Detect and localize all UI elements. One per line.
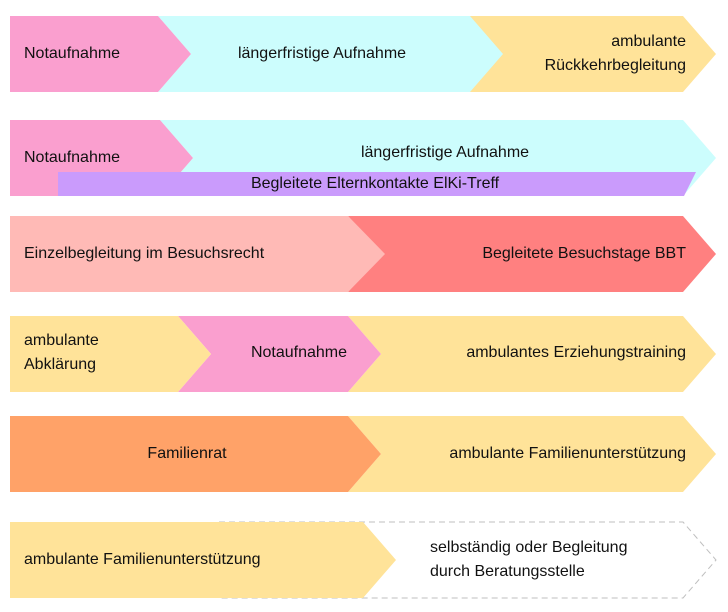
- row3-salmon-chevron: [348, 216, 716, 292]
- row2-segment1-label: Notaufnahme: [24, 149, 121, 166]
- row6-yellow-arrow: [10, 522, 396, 598]
- row3-segment1-label: Einzelbegleitung im Besuchsrecht: [24, 245, 265, 262]
- row1-segment3-line2: Rückkehrbegleitung: [544, 57, 686, 74]
- row6-segment2-line1: selbständig oder Begleitung: [430, 539, 628, 556]
- row1-segment1-label: Notaufnahme: [24, 45, 121, 62]
- row4-segment3-label: ambulantes Erziehungstraining: [466, 344, 686, 361]
- row2-purple-band: [58, 172, 696, 196]
- row3-salmon-light-arrow: [10, 216, 385, 292]
- row1-segment3-line1: ambulante: [611, 33, 686, 50]
- row1-pink-arrow: [10, 16, 191, 92]
- row5-orange-arrow: [10, 416, 381, 492]
- row1-segment3-label: ambulante Rückkehrbegleitung: [545, 30, 686, 78]
- row4-yellow-chevron: [348, 316, 716, 392]
- row2-segment3-label: Begleitete Elternkontakte ElKi-Treff: [250, 175, 500, 192]
- row6-segment1-label: ambulante Familienunterstützung: [24, 551, 261, 568]
- row4-segment1-label: ambulante Abklärung: [24, 329, 99, 377]
- row1-cyan-chevron: [158, 16, 503, 92]
- row5-segment1-label: Familienrat: [147, 445, 227, 462]
- row1-yellow-chevron: [455, 16, 716, 92]
- row1-segment2-label: längerfristige Aufnahme: [237, 45, 407, 62]
- row2-segment2-label: längerfristige Aufnahme: [360, 144, 530, 161]
- row4-yellow-arrow: [10, 316, 211, 392]
- row3-segment2-label: Begleitete Besuchstage BBT: [482, 245, 686, 262]
- row4-segment2-label: Notaufnahme: [250, 344, 348, 361]
- row4-segment1-line2: Abklärung: [24, 356, 97, 373]
- row5-segment2-label: ambulante Familienunterstützung: [449, 445, 686, 462]
- row4-pink-chevron: [178, 316, 381, 392]
- row6-segment2-line2: durch Beratungsstelle: [430, 563, 585, 580]
- row6-segment2-label: selbständig oder Begleitung durch Beratu…: [430, 536, 627, 584]
- row5-yellow-chevron: [348, 416, 716, 492]
- row4-segment1-line1: ambulante: [24, 332, 99, 349]
